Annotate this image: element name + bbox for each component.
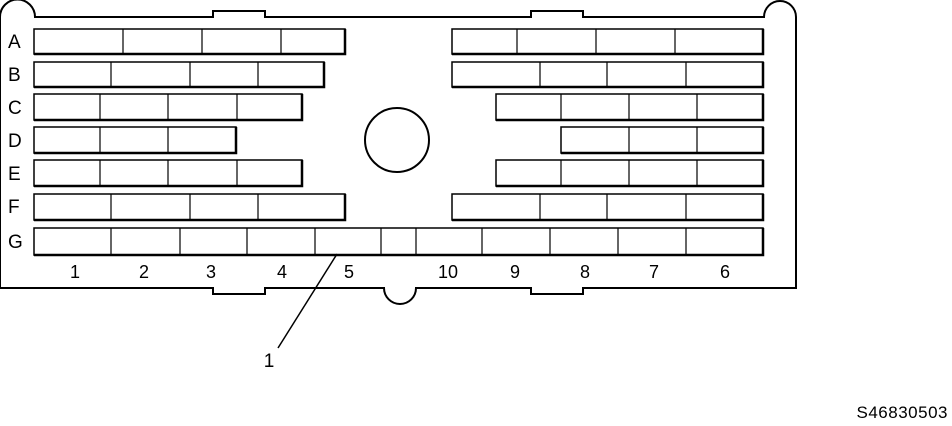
row-c-block-1-edge xyxy=(34,94,304,122)
row-d-block-2-edge xyxy=(561,127,765,155)
center-boss-circle xyxy=(364,107,430,173)
row-a-block-1-edge xyxy=(34,29,347,56)
row-f-block-2-edge xyxy=(452,194,765,222)
row-label-g: G xyxy=(8,232,23,253)
row-label-a: A xyxy=(8,32,21,53)
row-a-block-1 xyxy=(33,28,346,55)
callout-label: 1 xyxy=(264,351,275,372)
row-b-block-2-edge xyxy=(452,62,765,89)
column-label-3: 3 xyxy=(206,262,216,282)
column-label-2: 2 xyxy=(139,262,149,282)
row-b-block-1-edge xyxy=(34,62,326,89)
column-label-7: 7 xyxy=(649,262,659,282)
row-c-block-2-edge xyxy=(496,94,765,122)
row-d-block-1-edge xyxy=(34,127,238,155)
row-g-block-1 xyxy=(33,227,764,256)
row-g-block-1-edge xyxy=(34,228,765,257)
column-label-6: 6 xyxy=(720,262,730,282)
row-e-block-2-edge xyxy=(496,160,765,188)
column-label-1: 1 xyxy=(70,262,80,282)
row-label-c: C xyxy=(8,98,22,119)
row-label-f: F xyxy=(8,197,20,218)
row-d-block-1 xyxy=(33,126,237,154)
callout-leader-line xyxy=(277,253,338,349)
row-d-block-2 xyxy=(560,126,764,154)
row-label-b: B xyxy=(8,65,21,86)
terminal-cells xyxy=(33,28,765,257)
row-f-block-1-edge xyxy=(34,194,347,222)
row-b-block-1 xyxy=(33,61,325,88)
row-a-block-2-edge xyxy=(452,29,765,56)
row-label-d: D xyxy=(8,131,22,152)
figure-id: S46830503 xyxy=(857,403,948,421)
column-label-4: 4 xyxy=(277,262,287,282)
row-e-block-1-edge xyxy=(34,160,304,188)
column-label-10: 10 xyxy=(438,262,458,282)
column-label-8: 8 xyxy=(580,262,590,282)
connector-housing-outline xyxy=(0,0,797,305)
row-a-block-2 xyxy=(451,28,764,55)
column-label-9: 9 xyxy=(510,262,520,282)
column-label-5: 5 xyxy=(344,262,354,282)
row-label-e: E xyxy=(8,164,21,185)
